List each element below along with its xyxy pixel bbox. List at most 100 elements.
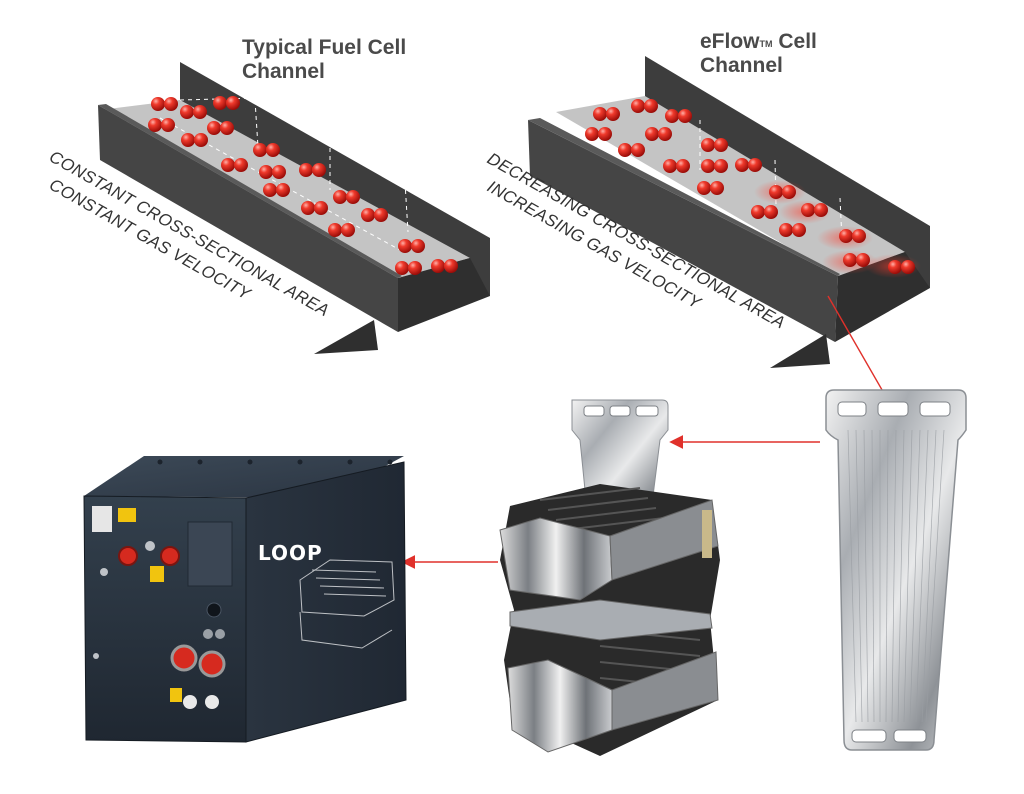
right-mol-pair-14-b [814, 203, 828, 217]
cabinet-warning-label-1 [118, 508, 136, 522]
left-mol-pair-13-b [346, 190, 360, 204]
trademark-mark: TM [759, 39, 773, 49]
right-molecules [585, 99, 915, 274]
right-mol-pair-7-b [676, 159, 690, 173]
selector-switch [145, 541, 155, 551]
right-mol-pair-5-a [618, 143, 632, 157]
left-mol-pair-9-b [272, 165, 286, 179]
left-mol-pair-2-a [180, 105, 194, 119]
right-mol-pair-4-b [598, 127, 612, 141]
left-mol-pair-15-a [328, 223, 342, 237]
right-mol-pair-6-b [658, 127, 672, 141]
right-mol-pair-16-a [839, 229, 853, 243]
plate-slot-top-3 [919, 401, 951, 417]
right-mol-pair-15-b [792, 223, 806, 237]
right-mol-pair-7-a [663, 159, 677, 173]
left-mol-pair-14-b [374, 208, 388, 222]
right-mol-pair-5-b [631, 143, 645, 157]
stack-endplate-top-right [609, 499, 719, 581]
plate-slot-top-1 [837, 401, 867, 417]
cabinet-warning-label-2 [150, 566, 164, 582]
right-title-line2: Channel [700, 54, 783, 77]
connector-red-1 [170, 644, 198, 672]
indicator-light [100, 568, 108, 576]
left-mol-pair-1-a [151, 97, 165, 111]
fuel-cell-stack [499, 399, 720, 756]
connector-small-2 [215, 629, 225, 639]
right-mol-pair-16-b [852, 229, 866, 243]
right-mol-pair-12-b [782, 185, 796, 199]
loop-cabinet: LOOP [83, 456, 407, 743]
left-front-wall-top [98, 104, 402, 278]
right-mol-pair-17-a [843, 253, 857, 267]
plate-slot-bottom-1 [851, 729, 887, 743]
right-mol-pair-4-a [585, 127, 599, 141]
left-mol-pair-2-b [193, 105, 207, 119]
left-mol-pair-6-b [220, 121, 234, 135]
left-mol-pair-8-b [266, 143, 280, 157]
right-title-line1: eFlowTM Cell [700, 30, 817, 54]
right-channel-floor [556, 96, 905, 276]
right-channel-title: eFlowTM Cell Channel [700, 30, 817, 78]
left-mol-pair-18-a [431, 259, 445, 273]
left-end-cap [398, 258, 490, 332]
right-mol-pair-13-b [764, 205, 778, 219]
left-mol-pair-17-b [408, 261, 422, 275]
left-mol-pair-7-b [234, 158, 248, 172]
left-mol-pair-14-a [361, 208, 375, 222]
right-front-wall [528, 120, 838, 342]
right-mol-pair-14-a [801, 203, 815, 217]
right-mol-pair-18-a [888, 260, 902, 274]
loop-logo: LOOP [258, 541, 323, 565]
left-mol-pair-8-a [253, 143, 267, 157]
left-mol-pair-4-a [148, 118, 162, 132]
right-mol-pair-8-b [714, 138, 728, 152]
cabinet-side [245, 461, 407, 743]
right-title-prefix: eFlow [700, 30, 760, 53]
right-mol-pair-8-a [701, 138, 715, 152]
left-mol-pair-7-a [221, 158, 235, 172]
left-mol-pair-1-b [164, 97, 178, 111]
left-mol-pair-5-b [194, 133, 208, 147]
right-mol-pair-17-b [856, 253, 870, 267]
rotary-knob [206, 602, 222, 618]
cabinet-panel-box [187, 521, 233, 587]
left-mol-pair-10-b [276, 183, 290, 197]
connector-white-1 [183, 695, 197, 709]
estop-button-1 [118, 546, 138, 566]
left-mol-pair-16-b [411, 239, 425, 253]
left-mol-pair-16-a [398, 239, 412, 253]
stack-gasket [702, 510, 712, 558]
connector-white-2 [205, 695, 219, 709]
left-mol-pair-11-b [312, 163, 326, 177]
right-mol-pair-13-a [751, 205, 765, 219]
left-mol-pair-5-a [181, 133, 195, 147]
left-mol-pair-12-b [314, 201, 328, 215]
right-mol-pair-6-a [645, 127, 659, 141]
left-mol-pair-9-a [259, 165, 273, 179]
left-channel-title: Typical Fuel Cell Channel [242, 36, 406, 84]
right-mol-pair-3-a [665, 109, 679, 123]
left-mol-pair-12-a [301, 201, 315, 215]
right-mol-pair-18-b [901, 260, 915, 274]
right-mol-pair-2-b [644, 99, 658, 113]
right-title-suffix: Cell [778, 30, 817, 53]
right-mol-pair-10-a [735, 158, 749, 172]
cabinet-stack-outline [299, 559, 395, 649]
connector-red-2 [198, 650, 226, 678]
right-mol-pair-15-a [779, 223, 793, 237]
left-mol-pair-17-a [395, 261, 409, 275]
right-direction-arrow [770, 334, 830, 368]
left-molecules [148, 96, 458, 275]
right-front-wall-top [528, 118, 840, 276]
stack-middle-band [509, 599, 713, 641]
plate-slot-top-2 [877, 401, 909, 417]
left-title-line2: Channel [242, 60, 325, 83]
right-mol-pair-9-a [701, 159, 715, 173]
cabinet-nameplate [92, 506, 112, 532]
stack-plate-slot-3 [635, 405, 659, 417]
connector-small-1 [203, 629, 213, 639]
left-title-line1: Typical Fuel Cell [242, 36, 407, 59]
left-mol-pair-11-a [299, 163, 313, 177]
